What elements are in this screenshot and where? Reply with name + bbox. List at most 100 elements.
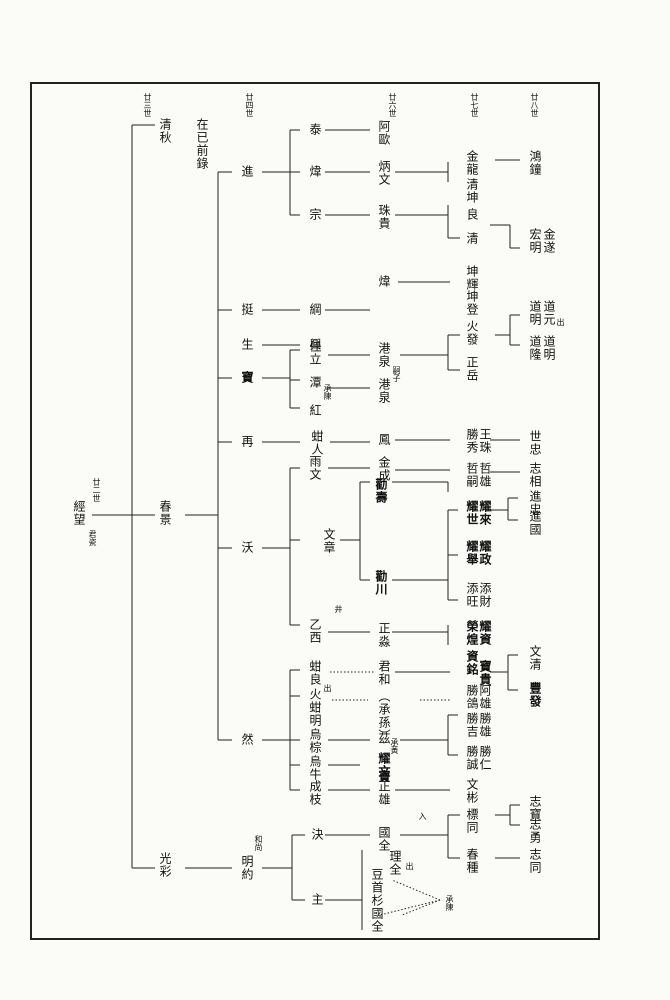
person-cheng-sun: （承孫） <box>377 690 391 742</box>
person-hong-zhong: 鴻鐘 <box>528 150 542 176</box>
person-jia-li: 佳立 <box>308 340 322 366</box>
person-chun-zhong: 春種 <box>465 848 479 874</box>
person-zhi-note: 承黃 <box>390 738 399 754</box>
person-zhu-gui: 珠貴 <box>377 204 391 230</box>
person-zi-ming: 資銘 <box>465 650 479 676</box>
person-huo-ming-note: 出 <box>323 684 332 692</box>
person-feng-fa: 豐發 <box>528 682 542 708</box>
person-guo-quan: 國全 <box>377 826 391 852</box>
person-rong-huang: 榮煌 <box>465 620 479 646</box>
person-huo-fa: 火發 <box>465 320 479 346</box>
person-quan-shou: 勸壽 <box>374 478 388 504</box>
person-bing-wen: 炳文 <box>377 160 391 186</box>
person-dao-ming2: 道明 <box>542 335 556 361</box>
person-yao-lai: 耀來 <box>478 500 492 526</box>
person-yu-wen: 雨文 <box>308 455 322 481</box>
person-yao-ju: 耀舉 <box>465 540 479 566</box>
person-gan-liang: 蚶良 <box>308 660 322 686</box>
person-tian-cai: 添財 <box>478 582 492 608</box>
person-sheng-ren: 勝仁 <box>478 745 492 771</box>
person-huo-ming: 火蚶明 <box>308 688 322 727</box>
person-zhou: 煒 <box>308 165 322 178</box>
person-qingqiu-note: 在已前錄 <box>195 118 209 170</box>
person-jin: 進 <box>240 165 254 178</box>
page-frame <box>30 82 600 940</box>
person-xian-sui: 金遂 <box>542 228 556 254</box>
person-jin-guo: 進國 <box>528 510 542 536</box>
generation-label-27: 廿七世 <box>470 93 479 117</box>
person-dao-yuan-note: 出 <box>556 318 565 326</box>
person-wen-qing: 文清 <box>528 645 542 671</box>
person-gang-quan2: 港泉 <box>377 378 391 404</box>
person-shu-ren: 蚶人 <box>310 430 324 456</box>
person-yao-zheng: 耀政 <box>478 540 492 566</box>
person-xian-ming: 宏明 <box>528 228 542 254</box>
person-gang: 綱 <box>308 303 322 316</box>
generation-label-22: 廿二世 <box>92 478 101 502</box>
person-zhu: 主 <box>310 893 324 906</box>
person-sheng-cheng: 勝誠 <box>465 745 479 771</box>
person-ming-yue-note: 和尚 <box>254 835 263 851</box>
person-wu-zong: 烏棕 <box>308 728 322 754</box>
generation-label-23: 廿三世 <box>143 93 152 117</box>
person-hong-note: 承陳 <box>323 384 332 400</box>
person-tan: 潭 <box>308 376 322 389</box>
person-yao-wen: 耀文 <box>377 752 391 778</box>
person-cheng-chen: 承陳 <box>445 895 454 911</box>
generation-label-24: 廿四世 <box>245 93 254 117</box>
person-dao-yuan: 道元 <box>542 300 556 326</box>
person-sheng-xiong: 勝雄 <box>478 712 492 738</box>
person-tai: 泰 <box>308 123 322 136</box>
person-wo: 沃 <box>240 541 254 554</box>
person-li-quan-note: 出 <box>405 862 414 870</box>
person-ting: 挺 <box>240 303 254 316</box>
person-jue: 決 <box>310 828 324 841</box>
person-zong: 宗 <box>308 208 322 221</box>
person-sheng-xiu: 勝秀 <box>465 428 479 454</box>
person-dao-ming: 道明 <box>528 300 542 326</box>
person-zhi-bao: 志寶 <box>528 795 542 821</box>
person-root: 經望 <box>72 500 86 526</box>
person-ming-yue: 明約 <box>240 855 254 881</box>
person-zhe-xiong: 哲雄 <box>478 462 492 488</box>
person-guo-quan-note: 入 <box>418 812 427 820</box>
person-kun-deng: 坤登 <box>465 290 479 316</box>
person-kun-hui: 坤輝 <box>465 265 479 291</box>
person-dao-long: 道隆 <box>528 335 542 361</box>
person-bao-gui: 寶貴 <box>478 660 492 686</box>
person-zhi: 茲 <box>377 732 391 745</box>
person-shi-zhong: 世忠 <box>528 430 542 456</box>
person-yi-xi: 乙西 <box>308 618 322 644</box>
person-root-note: 君瓷 <box>88 530 97 546</box>
person-sheng-ge: 勝鴿 <box>465 684 479 710</box>
person-bao-sub: 寶 <box>377 770 391 783</box>
person-zhi-xiang: 志相 <box>528 462 542 488</box>
person-wang-zhu: 王珠 <box>478 428 492 454</box>
person-zhe-si: 哲嗣 <box>465 462 479 488</box>
person-zhou2: 煒 <box>377 275 391 288</box>
person-chunqing: 春景 <box>158 500 172 526</box>
person-sheng-qi: 勝吉 <box>465 712 479 738</box>
person-yao-shi: 耀世 <box>465 500 479 526</box>
generation-label-28: 廿八世 <box>530 93 539 117</box>
person-cheng-zhi: 成枝 <box>308 780 322 806</box>
person-quan-chuan: 勸川 <box>374 570 388 596</box>
person-li-quan: 理全 <box>388 850 402 876</box>
person-bao: 寶 <box>240 371 254 384</box>
person-sheng: 生 <box>240 338 254 351</box>
person-qing-kun: 清坤 <box>465 178 479 204</box>
person-zhi-yong: 志勇 <box>528 818 542 844</box>
person-zheng-yue: 正岳 <box>465 356 479 382</box>
generation-label-26: 廿六世 <box>388 93 397 117</box>
person-qing: 清 <box>465 232 479 245</box>
person-feng: 鳳 <box>377 433 391 446</box>
person-jin-cheng: 金成 <box>377 456 391 482</box>
person-zheng-miao: 正淼 <box>377 622 391 648</box>
person-gang-quan: 港泉 <box>377 342 391 368</box>
person-gang-quan2-note: 嗣子 <box>392 366 401 382</box>
person-dou-sou: 豆首杉國全 <box>370 868 384 933</box>
person-jun-he: 君和 <box>377 660 391 686</box>
person-wu-niu: 烏牛 <box>308 755 322 781</box>
